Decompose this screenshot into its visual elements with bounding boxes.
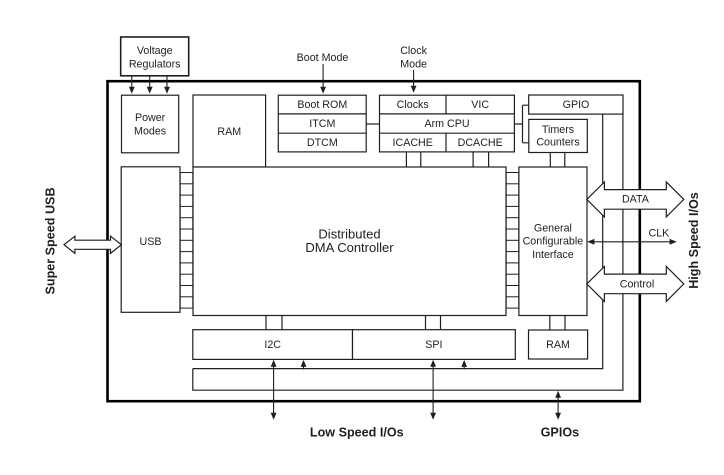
svg-text:Power: Power: [135, 112, 166, 124]
svg-text:High Speed I/Os: High Speed I/Os: [687, 192, 701, 289]
svg-text:Arm CPU: Arm CPU: [424, 118, 469, 130]
svg-text:SPI: SPI: [425, 339, 442, 351]
svg-text:Boot ROM: Boot ROM: [297, 99, 347, 111]
svg-text:Interface: Interface: [532, 249, 574, 261]
svg-text:Regulators: Regulators: [129, 58, 181, 70]
svg-text:Clocks: Clocks: [397, 99, 429, 111]
svg-text:Configurable: Configurable: [523, 236, 584, 248]
svg-text:Control: Control: [620, 279, 654, 291]
svg-text:DMA Controller: DMA Controller: [305, 240, 394, 255]
svg-text:Low Speed I/Os: Low Speed I/Os: [310, 426, 404, 440]
svg-text:Counters: Counters: [536, 137, 579, 149]
svg-text:Boot Mode: Boot Mode: [297, 52, 349, 64]
svg-text:CLK: CLK: [649, 227, 671, 239]
svg-text:USB: USB: [140, 236, 162, 248]
svg-text:Distributed: Distributed: [318, 226, 380, 241]
svg-text:Super Speed USB: Super Speed USB: [44, 187, 58, 294]
svg-text:Timers: Timers: [542, 124, 574, 136]
svg-text:GPIOs: GPIOs: [541, 426, 580, 440]
svg-text:Voltage: Voltage: [137, 45, 173, 57]
svg-text:Mode: Mode: [400, 58, 427, 70]
svg-text:Clock: Clock: [400, 45, 427, 57]
svg-text:General: General: [534, 222, 572, 234]
svg-text:GPIO: GPIO: [563, 99, 590, 111]
svg-text:RAM: RAM: [546, 339, 570, 351]
svg-text:VIC: VIC: [471, 99, 489, 111]
svg-text:DATA: DATA: [622, 194, 650, 206]
svg-text:DCACHE: DCACHE: [458, 137, 503, 149]
svg-text:DTCM: DTCM: [307, 137, 338, 149]
svg-text:Modes: Modes: [134, 126, 166, 138]
svg-text:I2C: I2C: [264, 339, 281, 351]
svg-text:ICACHE: ICACHE: [393, 137, 433, 149]
svg-text:RAM: RAM: [217, 126, 241, 138]
svg-text:ITCM: ITCM: [309, 118, 335, 130]
